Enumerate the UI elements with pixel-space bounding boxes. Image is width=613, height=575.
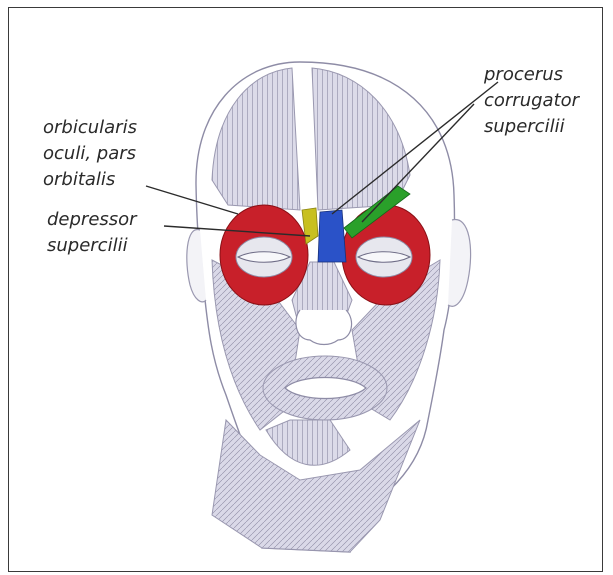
frontalis-left [212, 68, 300, 210]
label-orbicularis-line3: orbitalis [43, 169, 115, 190]
label-corrugator-line1: corrugator [484, 90, 581, 111]
label-procerus: procerus [483, 64, 563, 85]
orbicularis-oculi-left [220, 205, 308, 305]
nose-tip [296, 310, 352, 345]
label-corrugator-line2: supercilii [484, 116, 565, 137]
label-depressor-line2: supercilii [47, 235, 128, 256]
label-orbicularis-line1: orbicularis [43, 117, 137, 138]
procerus-muscle [318, 210, 346, 262]
label-depressor-line1: depressor [47, 209, 138, 230]
label-orbicularis-line2: oculi, pars [43, 143, 136, 164]
